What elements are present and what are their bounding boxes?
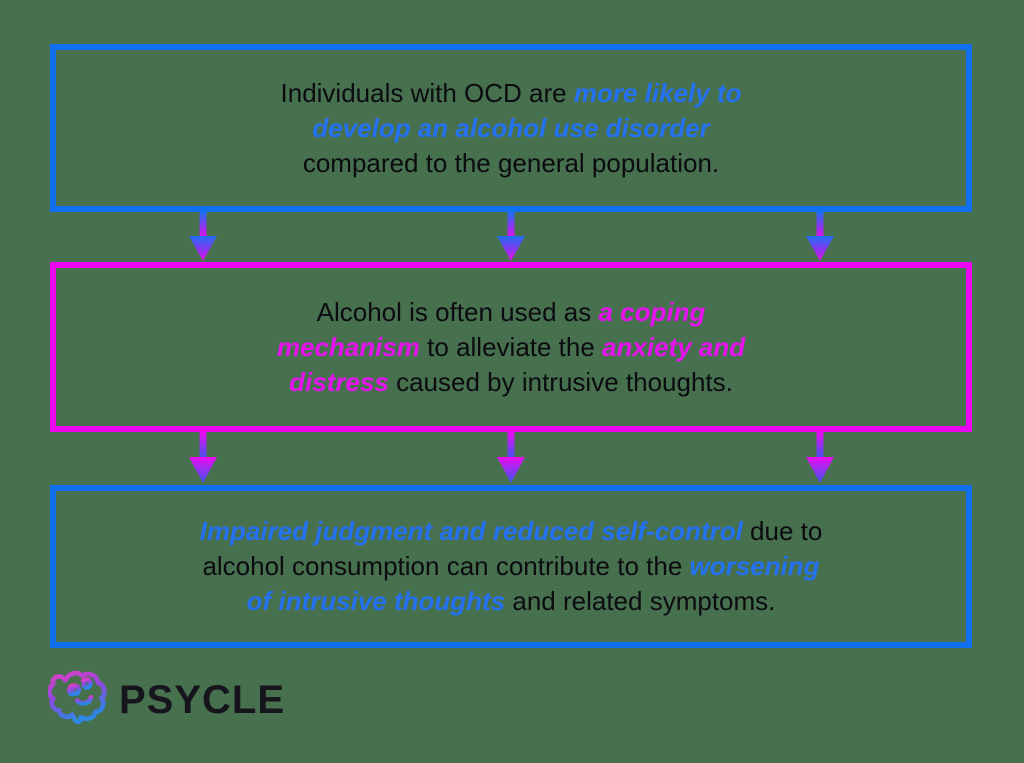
text-line: Impaired judgment and reduced self-contr… xyxy=(56,514,966,549)
plain-text: Individuals with OCD are xyxy=(280,77,574,108)
plain-text: and related symptoms. xyxy=(505,586,776,616)
text-line: Alcohol is often used as a coping xyxy=(56,295,966,330)
down-arrow xyxy=(497,212,525,261)
down-arrow xyxy=(497,432,525,483)
highlighted-text: more likely to xyxy=(573,77,742,108)
impaired-judgment-text: Impaired judgment and reduced self-contr… xyxy=(56,514,966,619)
text-line: distress caused by intrusive thoughts. xyxy=(56,365,966,400)
highlighted-text: anxiety and xyxy=(602,331,746,362)
down-arrow xyxy=(189,212,217,261)
highlighted-text: Impaired judgment and reduced self-contr… xyxy=(199,516,743,546)
logo-text: PSYCLE xyxy=(119,677,286,722)
plain-text: due to xyxy=(742,516,823,546)
text-line: Individuals with OCD are more likely to xyxy=(56,76,966,111)
text-line: of intrusive thoughts and related sympto… xyxy=(56,584,966,619)
plain-text: to alleviate the xyxy=(419,331,603,362)
highlighted-text: develop an alcohol use disorder xyxy=(312,112,710,143)
highlighted-text: of intrusive thoughts xyxy=(246,586,506,616)
plain-text: alcohol consumption can contribute to th… xyxy=(202,551,690,581)
down-arrow xyxy=(806,432,834,483)
text-line: develop an alcohol use disorder xyxy=(56,111,966,146)
text-line: compared to the general population. xyxy=(56,146,966,181)
plain-text: caused by intrusive thoughts. xyxy=(388,366,733,397)
impaired-judgment-box: Impaired judgment and reduced self-contr… xyxy=(50,485,972,648)
down-arrows-row-2 xyxy=(189,432,834,483)
highlighted-text: distress xyxy=(289,366,389,397)
down-arrow xyxy=(806,212,834,261)
down-arrow xyxy=(189,432,217,483)
highlighted-text: mechanism xyxy=(276,331,420,362)
plain-text: Alcohol is often used as xyxy=(316,296,599,327)
highlighted-text: a coping xyxy=(598,296,706,327)
text-line: alcohol consumption can contribute to th… xyxy=(56,549,966,584)
brain-icon xyxy=(48,670,107,725)
plain-text: compared to the general population. xyxy=(302,147,720,178)
text-line: mechanism to alleviate the anxiety and xyxy=(56,330,966,365)
psycle-logo: PSYCLE xyxy=(48,662,285,738)
down-arrows-row-1 xyxy=(189,212,834,261)
highlighted-text: worsening xyxy=(689,551,820,581)
